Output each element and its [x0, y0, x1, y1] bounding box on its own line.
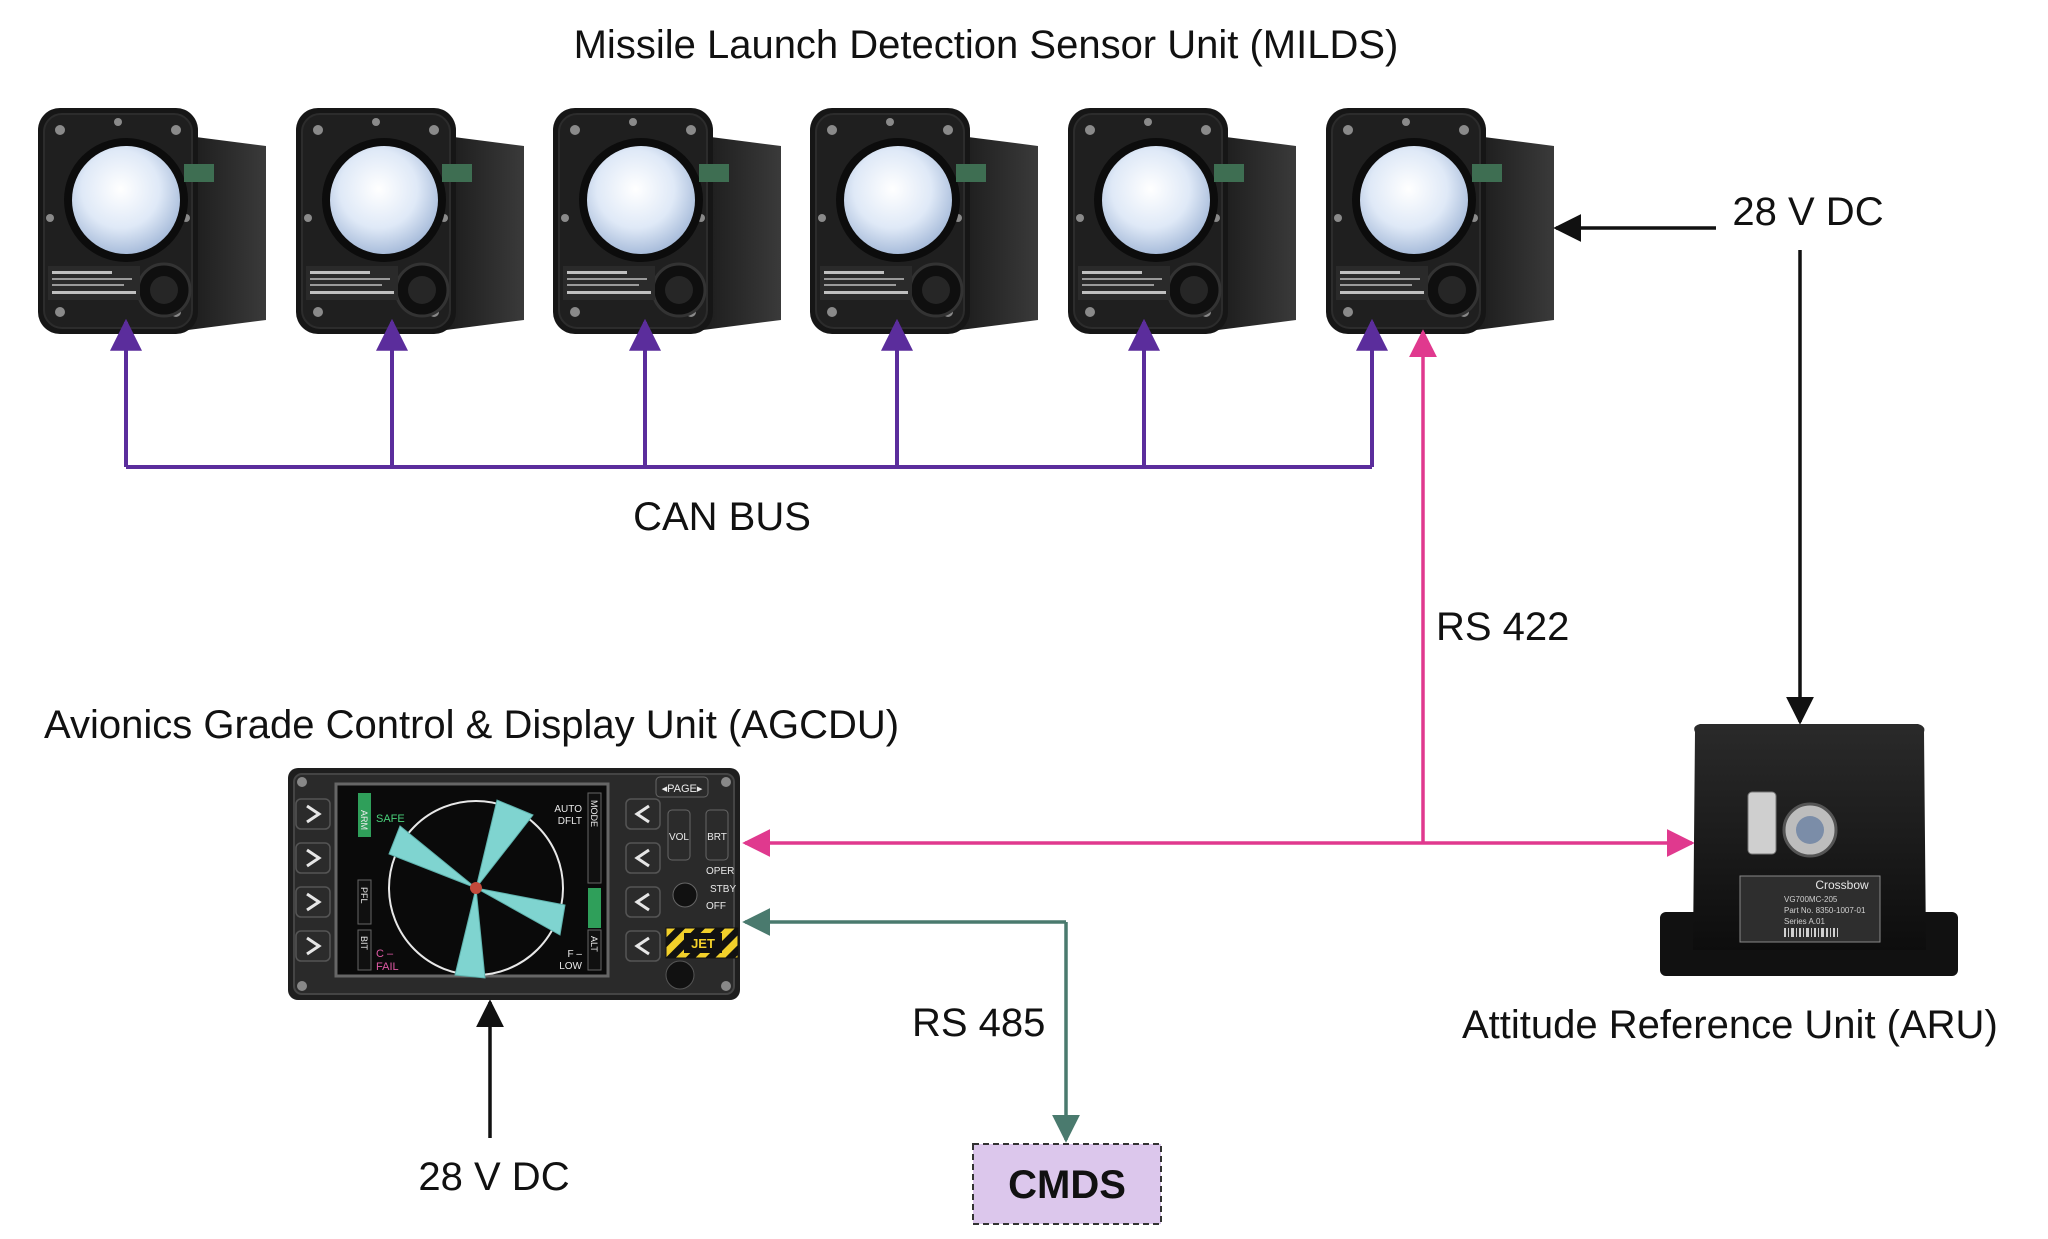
agcdu-mode-tab: MODE	[589, 800, 599, 827]
aru-brand-text: Crossbow	[1815, 878, 1869, 892]
agcdu-mode-knob[interactable]	[672, 882, 698, 908]
power-label-top: 28 V DC	[1732, 190, 1883, 234]
rs422-lines	[742, 329, 1695, 857]
agcdu-vol-text: VOL	[669, 832, 689, 843]
agcdu-right-key-2[interactable]	[624, 841, 662, 875]
aru-label: Attitude Reference Unit (ARU)	[1462, 1003, 1998, 1047]
power-lines-top	[1553, 214, 1814, 725]
cmds-box	[972, 1143, 1162, 1225]
agcdu-brt-rocker[interactable]	[705, 809, 729, 861]
can-bus-label: CAN BUS	[633, 495, 811, 539]
cmds-label: CMDS	[1008, 1163, 1126, 1207]
agcdu-bottom-knob[interactable]	[665, 960, 695, 990]
milds-sensor-2	[294, 106, 526, 336]
milds-sensor-4	[808, 106, 1040, 336]
rs422-label: RS 422	[1436, 605, 1569, 649]
agcdu-device: ARM PFL BIT SAFE C – FAIL MODE ALT AUTO …	[288, 768, 740, 1000]
agcdu-dflt-text: DFLT	[558, 816, 582, 827]
agcdu-left-key-4[interactable]	[294, 929, 332, 963]
aru-part-text: Part No. 8350-1007-01	[1784, 906, 1866, 915]
agcdu-right-key-4[interactable]	[624, 929, 662, 963]
milds-sensor-5	[1066, 106, 1298, 336]
agcdu-vol-rocker[interactable]	[667, 809, 691, 861]
agcdu-fail-text: FAIL	[376, 961, 399, 973]
agcdu-cfail-text: C –	[376, 948, 394, 960]
agcdu-oper-text: OPER	[706, 866, 734, 877]
rs485-lines	[742, 908, 1080, 1143]
agcdu-bit-tab: BIT	[359, 936, 369, 951]
agcdu-page-text: ◂PAGE▸	[662, 783, 703, 795]
power-label-bottom: 28 V DC	[418, 1155, 569, 1199]
rs485-label: RS 485	[912, 1001, 1045, 1045]
agcdu-left-key-1[interactable]	[294, 797, 332, 831]
agcdu-pfl-tab: PFL	[359, 887, 369, 904]
milds-sensor-3	[551, 106, 783, 336]
can-bus-lines	[110, 318, 1388, 469]
agcdu-left-key-3[interactable]	[294, 885, 332, 919]
agcdu-auto-text: AUTO	[554, 804, 582, 815]
milds-sensor-1	[36, 106, 268, 336]
agcdu-arm-tab: ARM	[359, 810, 369, 830]
agcdu-right-key-1[interactable]	[624, 797, 662, 831]
agcdu-brt-text: BRT	[707, 832, 727, 843]
agcdu-page-button[interactable]	[655, 776, 709, 798]
agcdu-off-text: OFF	[706, 901, 726, 912]
agcdu-alt-tab: ALT	[589, 936, 599, 952]
agcdu-left-key-2[interactable]	[294, 841, 332, 875]
agcdu-label: Avionics Grade Control & Display Unit (A…	[44, 703, 899, 747]
agcdu-flow-text: F –	[568, 949, 583, 960]
agcdu-low-text: LOW	[559, 961, 582, 972]
agcdu-safe-text: SAFE	[376, 813, 405, 825]
aru-device: Crossbow VG700MC-205 Part No. 8350-1007-…	[1660, 724, 1958, 976]
diagram-title: Missile Launch Detection Sensor Unit (MI…	[574, 23, 1399, 67]
aru-model-text: VG700MC-205	[1784, 895, 1838, 904]
aru-series-text: Series A.01	[1784, 917, 1825, 926]
agcdu-stby-text: STBY	[710, 884, 736, 895]
agcdu-right-key-3[interactable]	[624, 885, 662, 919]
agcdu-jet-text: JET	[691, 936, 715, 951]
milds-sensor-6	[1324, 106, 1556, 336]
